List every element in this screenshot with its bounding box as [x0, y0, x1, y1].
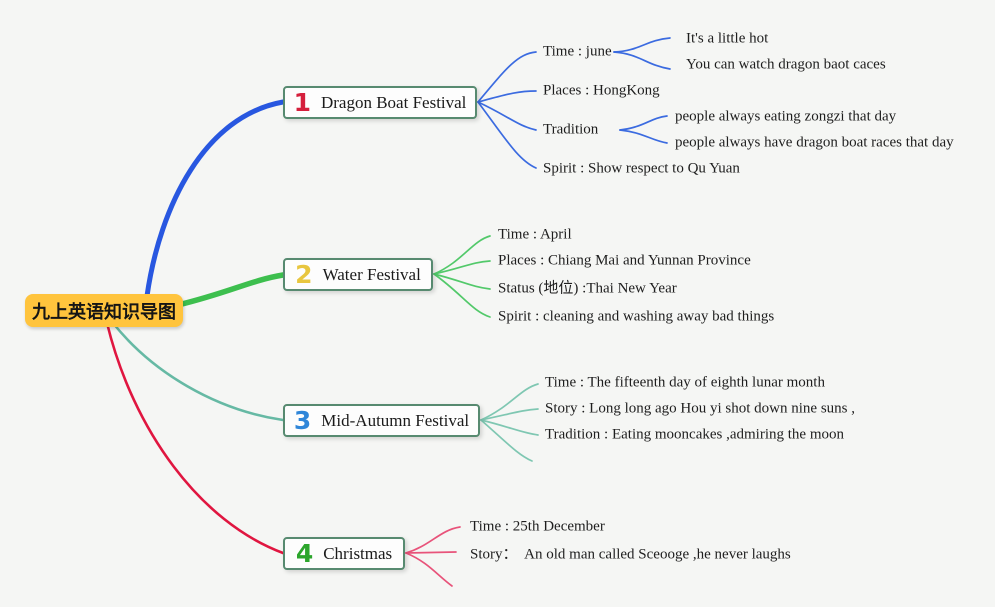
connector-tradition-child-2 — [619, 129, 668, 144]
leaf-midautumn-time[interactable]: Time : The fifteenth day of eighth lunar… — [545, 374, 825, 391]
node-label: Mid-Autumn Festival — [321, 410, 470, 430]
leaf-midautumn-tradition[interactable]: Tradition : Eating mooncakes ,admiring t… — [545, 426, 844, 443]
connector-water-time — [433, 235, 491, 275]
node-number: 2 — [295, 260, 313, 289]
connector-time-child-2 — [613, 51, 671, 70]
leaf-christmas-time[interactable]: Time : 25th December — [470, 518, 605, 535]
branch-curve-water — [175, 272, 286, 308]
connector-midautumn-tradition — [480, 419, 539, 436]
connector-time-child-1 — [613, 37, 671, 53]
branch-curve-christmas — [105, 321, 285, 555]
leaf-water-places[interactable]: Places : Chiang Mai and Yunnan Province — [498, 252, 751, 269]
connector-dragon-tradition — [477, 101, 537, 131]
leaf-midautumn-story[interactable]: Story : Long long ago Hou yi shot down n… — [545, 400, 855, 417]
leaf-dragon-time-child-1[interactable]: It's a little hot — [686, 30, 769, 47]
leaf-dragon-time[interactable]: Time : june — [543, 43, 612, 60]
leaf-dragon-places[interactable]: Places : HongKong — [543, 82, 660, 99]
connector-water-status — [433, 273, 491, 290]
leaf-dragon-tradition[interactable]: Tradition — [543, 121, 599, 138]
leaf-water-time[interactable]: Time : April — [498, 226, 572, 243]
node-christmas[interactable]: 4 Christmas — [283, 537, 405, 570]
node-mid-autumn-festival[interactable]: 3 Mid-Autumn Festival — [283, 404, 480, 437]
branch-curve-dragon-boat — [144, 99, 286, 299]
connector-tradition-child-1 — [619, 115, 668, 131]
connector-christmas-story — [405, 551, 457, 554]
connector-midautumn-tail — [480, 419, 533, 462]
leaf-dragon-tradition-child-2[interactable]: people always have dragon boat races tha… — [675, 134, 954, 151]
node-dragon-boat-festival[interactable]: 1 Dragon Boat Festival — [283, 86, 477, 119]
central-topic[interactable]: 九上英语知识导图 — [25, 294, 183, 327]
connector-christmas-time — [405, 526, 461, 554]
leaf-dragon-tradition-child-1[interactable]: people always eating zongzi that day — [675, 108, 897, 125]
connector-water-places — [433, 260, 491, 275]
connector-midautumn-story — [480, 408, 539, 421]
connector-dragon-spirit — [477, 101, 537, 169]
node-label: Christmas — [323, 543, 393, 563]
connector-water-spirit — [433, 273, 491, 318]
node-number: 3 — [293, 406, 312, 435]
connector-dragon-time — [477, 51, 537, 103]
leaf-christmas-story[interactable]: Story： An old man called Sceooge ,he nev… — [470, 546, 791, 563]
branch-curve-mid-autumn — [111, 321, 285, 422]
leaf-dragon-time-child-2[interactable]: You can watch dragon baot caces — [686, 56, 886, 73]
connector-midautumn-time — [480, 383, 539, 421]
connector-dragon-places — [477, 90, 537, 103]
connector-christmas-tail — [405, 552, 453, 587]
node-water-festival[interactable]: 2 Water Festival — [283, 258, 433, 291]
node-number: 1 — [293, 88, 311, 117]
leaf-water-spirit[interactable]: Spirit : cleaning and washing away bad t… — [498, 308, 775, 325]
node-number: 4 — [295, 539, 314, 568]
leaf-dragon-spirit[interactable]: Spirit : Show respect to Qu Yuan — [543, 160, 740, 177]
central-topic-label: 九上英语知识导图 — [32, 301, 176, 322]
leaf-water-status[interactable]: Status (地位) :Thai New Year — [498, 280, 677, 297]
node-label: Dragon Boat Festival — [320, 92, 467, 112]
node-label: Water Festival — [322, 264, 421, 284]
